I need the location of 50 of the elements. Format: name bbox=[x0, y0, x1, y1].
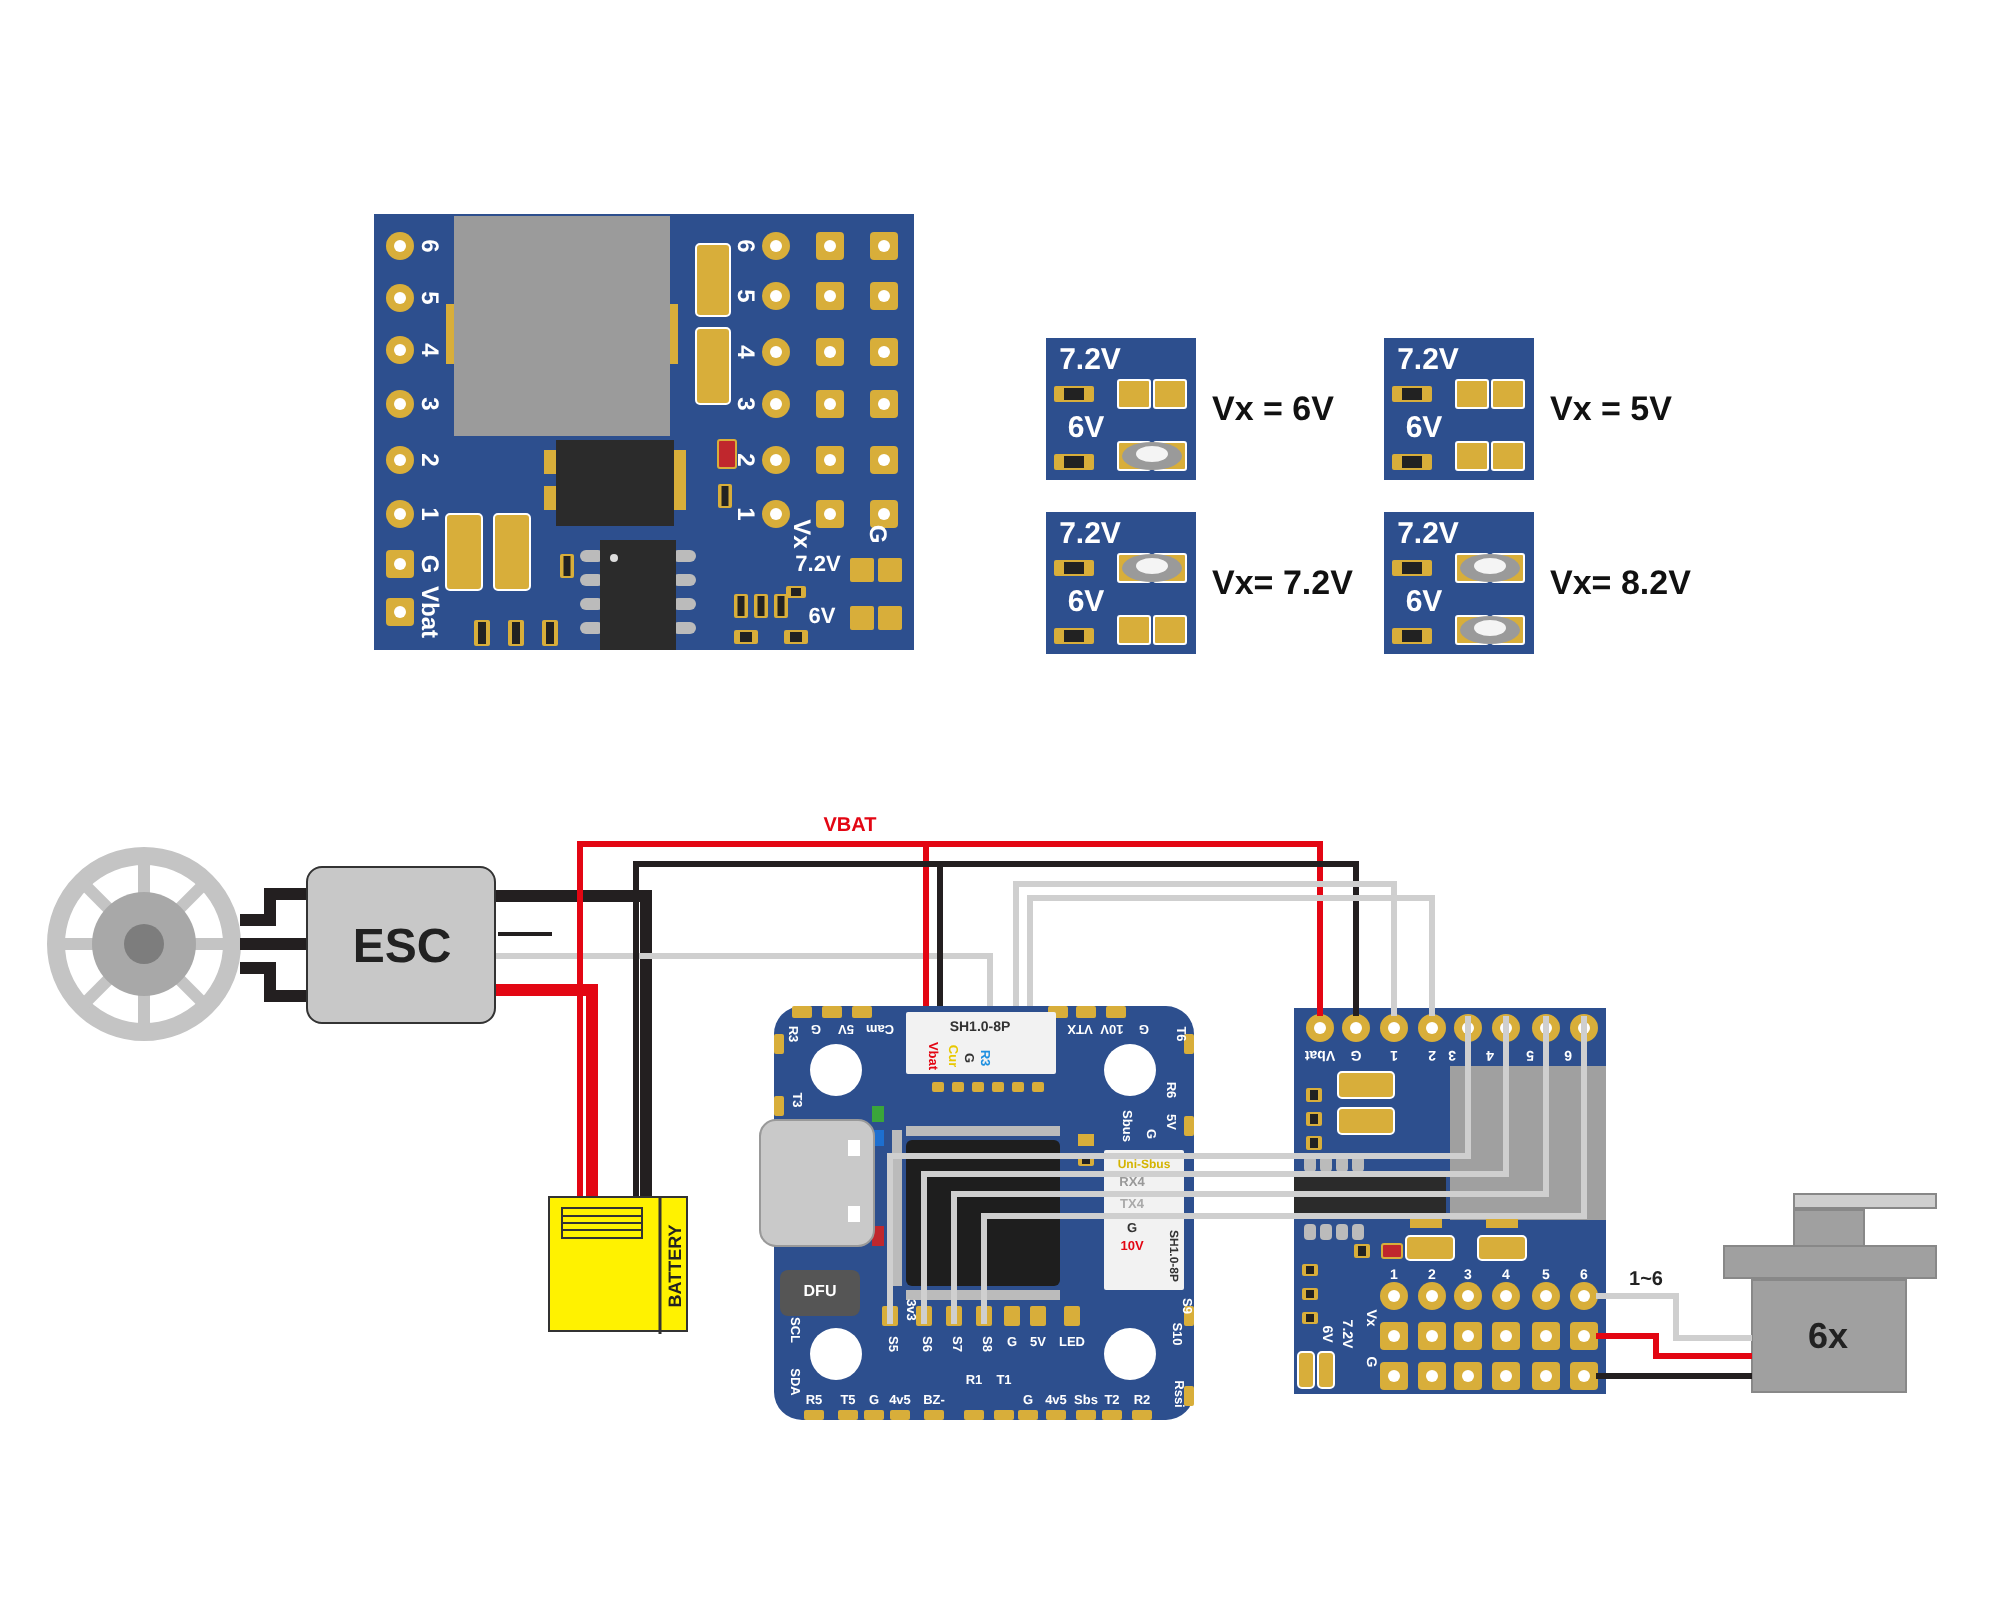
wire bbox=[496, 953, 993, 1006]
motor-drawing bbox=[48, 848, 240, 1040]
voltage-label: 7.2V bbox=[1397, 345, 1459, 375]
voltage-caption: Vx= 8.2V bbox=[1550, 565, 1691, 599]
pin-label: G bbox=[418, 554, 442, 574]
wire bbox=[240, 962, 306, 1002]
battery bbox=[548, 1196, 688, 1332]
component-label: 6x bbox=[1807, 1318, 1849, 1354]
voltage-label: 7.2V bbox=[1059, 345, 1121, 375]
edge-label: VBAT bbox=[819, 815, 881, 837]
component-label: ESC bbox=[352, 924, 452, 972]
pin-label: 7.2V bbox=[795, 555, 841, 577]
voltage-label: 6V bbox=[1067, 587, 1105, 617]
pin-label: 6 bbox=[418, 239, 442, 253]
voltage-label: 7.2V bbox=[1397, 519, 1459, 549]
wire bbox=[1596, 1293, 1752, 1341]
pin-label: 1 bbox=[418, 507, 442, 521]
voltage-label: 7.2V bbox=[1059, 519, 1121, 549]
voltage-caption: Vx= 7.2V bbox=[1212, 565, 1353, 599]
wire bbox=[240, 888, 306, 926]
wire bbox=[1596, 1333, 1752, 1359]
pin-label: 3 bbox=[734, 397, 758, 411]
pin-label: 4 bbox=[418, 343, 442, 357]
edge-label: 1~6 bbox=[1625, 1269, 1667, 1291]
wire bbox=[240, 938, 306, 950]
pin-label: 3 bbox=[418, 397, 442, 411]
pin-label: Vx bbox=[790, 519, 814, 549]
wire bbox=[1596, 1373, 1752, 1379]
pin-label: 4 bbox=[734, 345, 758, 359]
pin-label: DFU bbox=[803, 1284, 837, 1300]
voltage-label: 6V bbox=[1405, 413, 1443, 443]
component-label: BATTERY bbox=[667, 1224, 685, 1308]
wire bbox=[1013, 881, 1397, 1016]
wire bbox=[496, 984, 598, 1196]
pin-label: G bbox=[866, 524, 890, 544]
pin-label: 6 bbox=[734, 239, 758, 253]
pin-label: 1 bbox=[734, 507, 758, 521]
voltage-caption: Vx = 5V bbox=[1550, 391, 1672, 425]
circuit-board bbox=[374, 214, 914, 650]
pin-label: 2 bbox=[734, 453, 758, 467]
wire bbox=[496, 890, 652, 1196]
pin-label: 5 bbox=[734, 289, 758, 303]
pin-label: Vbat bbox=[418, 586, 442, 638]
pin-label: 2 bbox=[418, 453, 442, 467]
wire bbox=[1027, 895, 1435, 1016]
pin-label: 5 bbox=[418, 291, 442, 305]
voltage-caption: Vx = 6V bbox=[1212, 391, 1334, 425]
voltage-label: 6V bbox=[1067, 413, 1105, 443]
voltage-label: 6V bbox=[1405, 587, 1443, 617]
pin-label: 6V bbox=[808, 607, 836, 629]
